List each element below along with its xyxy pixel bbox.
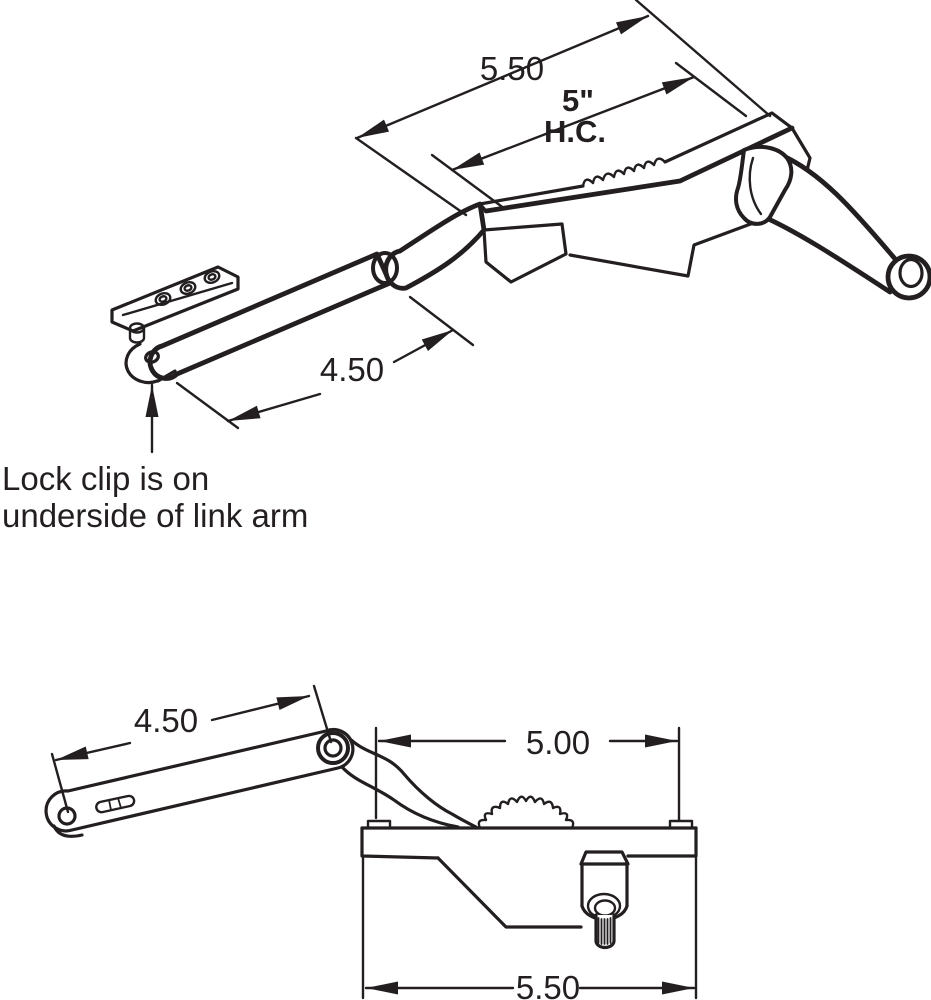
link-arm-slot [95,794,136,814]
handle-hub-ridge [748,156,763,216]
bracket-screw-holes [154,270,221,306]
link-arm-bar [44,727,355,833]
bottom-view-dimensions: 4.50 5.00 5.50 [50,684,698,1000]
witness-line [634,0,772,118]
dim-label-overall-top: 5.50 [480,50,544,87]
crank-spindle-housing [579,850,630,950]
lock-clip-tab [156,369,177,383]
link-arm-slot-dividers [108,797,122,811]
lock-clip-hole [144,350,160,364]
crank-handle [734,145,931,301]
mount-ear-left [366,819,392,830]
witness-line [312,684,333,744]
lock-clip-note-line1: Lock clip is on [2,460,209,497]
witness-line [430,153,507,211]
body-end-block [482,222,568,284]
crank-knob [885,253,931,301]
drive-arm-upper-edge [345,734,478,829]
dim-line-link-right [210,694,311,722]
drive-arm [383,201,487,291]
handle-arm [754,152,899,295]
drive-arm-bottom [340,734,478,829]
pivot-outer [316,731,350,765]
housing-neck [579,850,630,866]
witness-line [50,752,70,814]
mount-ear-right [668,819,694,830]
link-arm-bar [147,251,393,381]
top-view: 5.50 5" H.C. 4.50 Lock clip is on unders… [2,0,931,534]
witness-line [354,136,468,217]
body-back-edge-right [663,111,794,164]
bracket-stud [128,322,146,344]
dim-label-hole-centers-bottom: 5.00 [526,724,590,761]
body-back-edge-left [478,184,585,206]
screw-hole-inner [207,273,217,281]
lock-clip [124,342,159,385]
base-web [436,856,583,929]
dim-line-link-arm-right [392,328,455,364]
base-left-edge [360,826,440,860]
bracket-edge-line [121,281,234,317]
lock-clip-lip [52,824,84,838]
top-view-dimensions: 5.50 5" H.C. 4.50 Lock clip is on unders… [2,0,772,534]
body-web-notch [568,220,758,278]
witness-line [408,295,475,347]
dim-line-hole-centers [450,75,696,172]
dim-label-link-arm-bottom: 4.50 [134,702,198,739]
drive-arm-lower-edge [340,765,460,829]
gear-teeth-top [581,157,667,188]
link-arm-top [124,251,393,385]
screw-hole [179,281,197,295]
bottom-view: 4.50 5.00 5.50 [44,684,698,1000]
body-left-end [478,202,488,213]
operator-base [360,795,698,950]
dim-line-link-arm-left [226,392,322,423]
screw-hole-inner [158,295,168,303]
dim-label-hole-centers-suffix: H.C. [544,114,606,149]
dim-line-link-left [54,741,132,762]
mounting-bracket [110,265,240,344]
pivot-hole [323,738,343,758]
lock-clip-note-line2: underside of link arm [2,497,308,534]
pivot-rivet [371,251,399,285]
dim-label-link-arm-top: 4.50 [320,351,384,388]
base-right-edge [626,826,698,858]
dim-label-overall-bottom: 5.50 [516,969,580,1000]
screw-hole [154,292,172,306]
dim-label-hole-centers-value: 5" [562,83,594,118]
drive-arm-top [371,201,487,291]
link-arm-bottom [44,727,355,838]
gear-teeth-bottom [477,795,575,830]
spindle-ring-inner [593,899,617,917]
screw-hole-inner [183,284,193,292]
crank-knob-inner [898,257,924,289]
witness-line [674,61,748,118]
spindle-splines [597,917,612,945]
screw-hole [203,270,221,284]
